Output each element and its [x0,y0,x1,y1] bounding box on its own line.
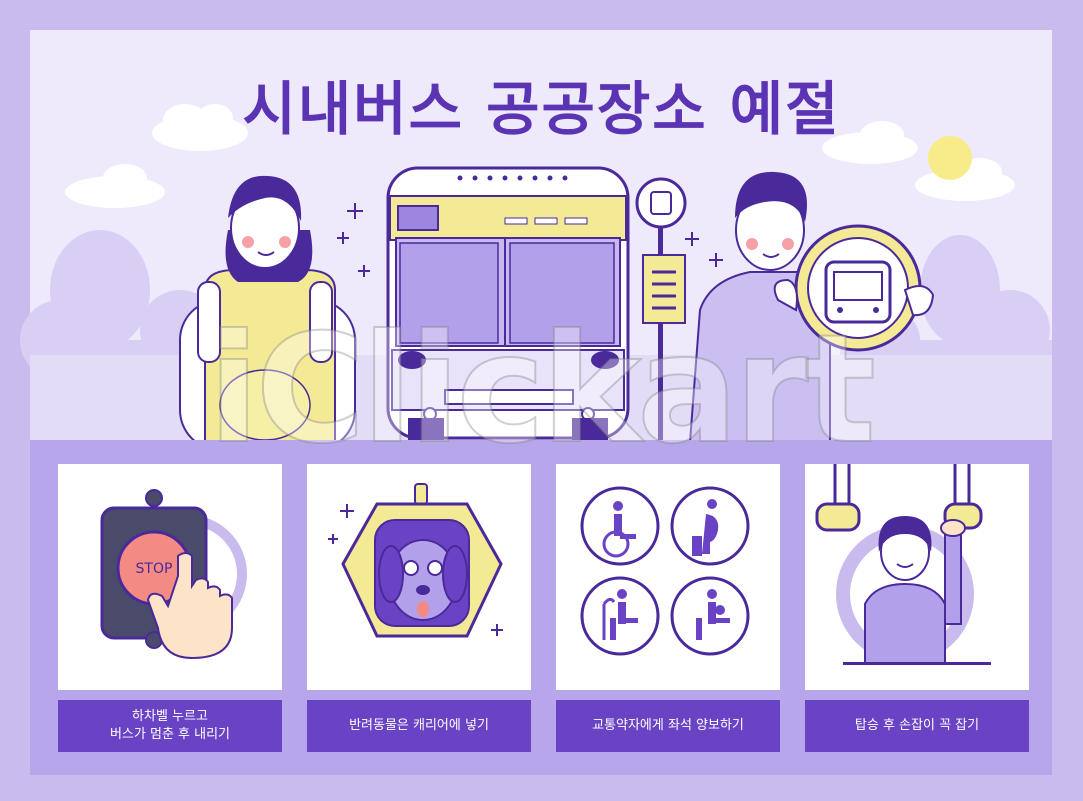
elderly-person-icon [602,589,638,640]
stop-button-label: STOP [136,561,173,577]
bus-stop-sign-icon [635,177,687,440]
man-with-bus-sign-icon [688,171,935,443]
card-pet-carrier-image [307,464,531,690]
card-pet-carrier-caption: 반려동물은 캐리어에 넣기 [307,700,531,752]
cloud-left-icon [152,104,248,151]
card-hold-handle: 탑승 후 손잡이 꼭 잡기 [805,464,1029,752]
pregnant-woman-icon [692,499,719,556]
card-pet-carrier: 반려동물은 캐리어에 넣기 [307,464,531,752]
card-stop-bell-caption: 하차벨 누르고 버스가 멈춘 후 내리기 [58,700,282,752]
card-stop-bell: STOP 하차벨 누르고 버스가 멈춘 후 내리기 [58,464,282,752]
page-title: 시내버스 공공장소 예절 [242,75,841,143]
wheelchair-icon [602,501,636,558]
card-priority-seat-caption: 교통약자에게 좌석 양보하기 [556,700,780,752]
card-priority-seat-image [556,464,780,690]
bus-icon [386,166,630,440]
card-priority-seat: 교통약자에게 좌석 양보하기 [556,464,780,752]
card-stop-bell-image: STOP [58,464,282,690]
woman-with-backpack-icon [179,175,356,451]
cloud-right-icon [822,121,918,164]
cloud-left-lower-icon [65,164,165,208]
card-hold-handle-image [805,464,1029,690]
sparkle-icons [337,203,723,277]
parent-with-child-icon [696,589,730,640]
card-hold-handle-caption: 탑승 후 손잡이 꼭 잡기 [805,700,1029,752]
sun-icon [928,136,972,180]
